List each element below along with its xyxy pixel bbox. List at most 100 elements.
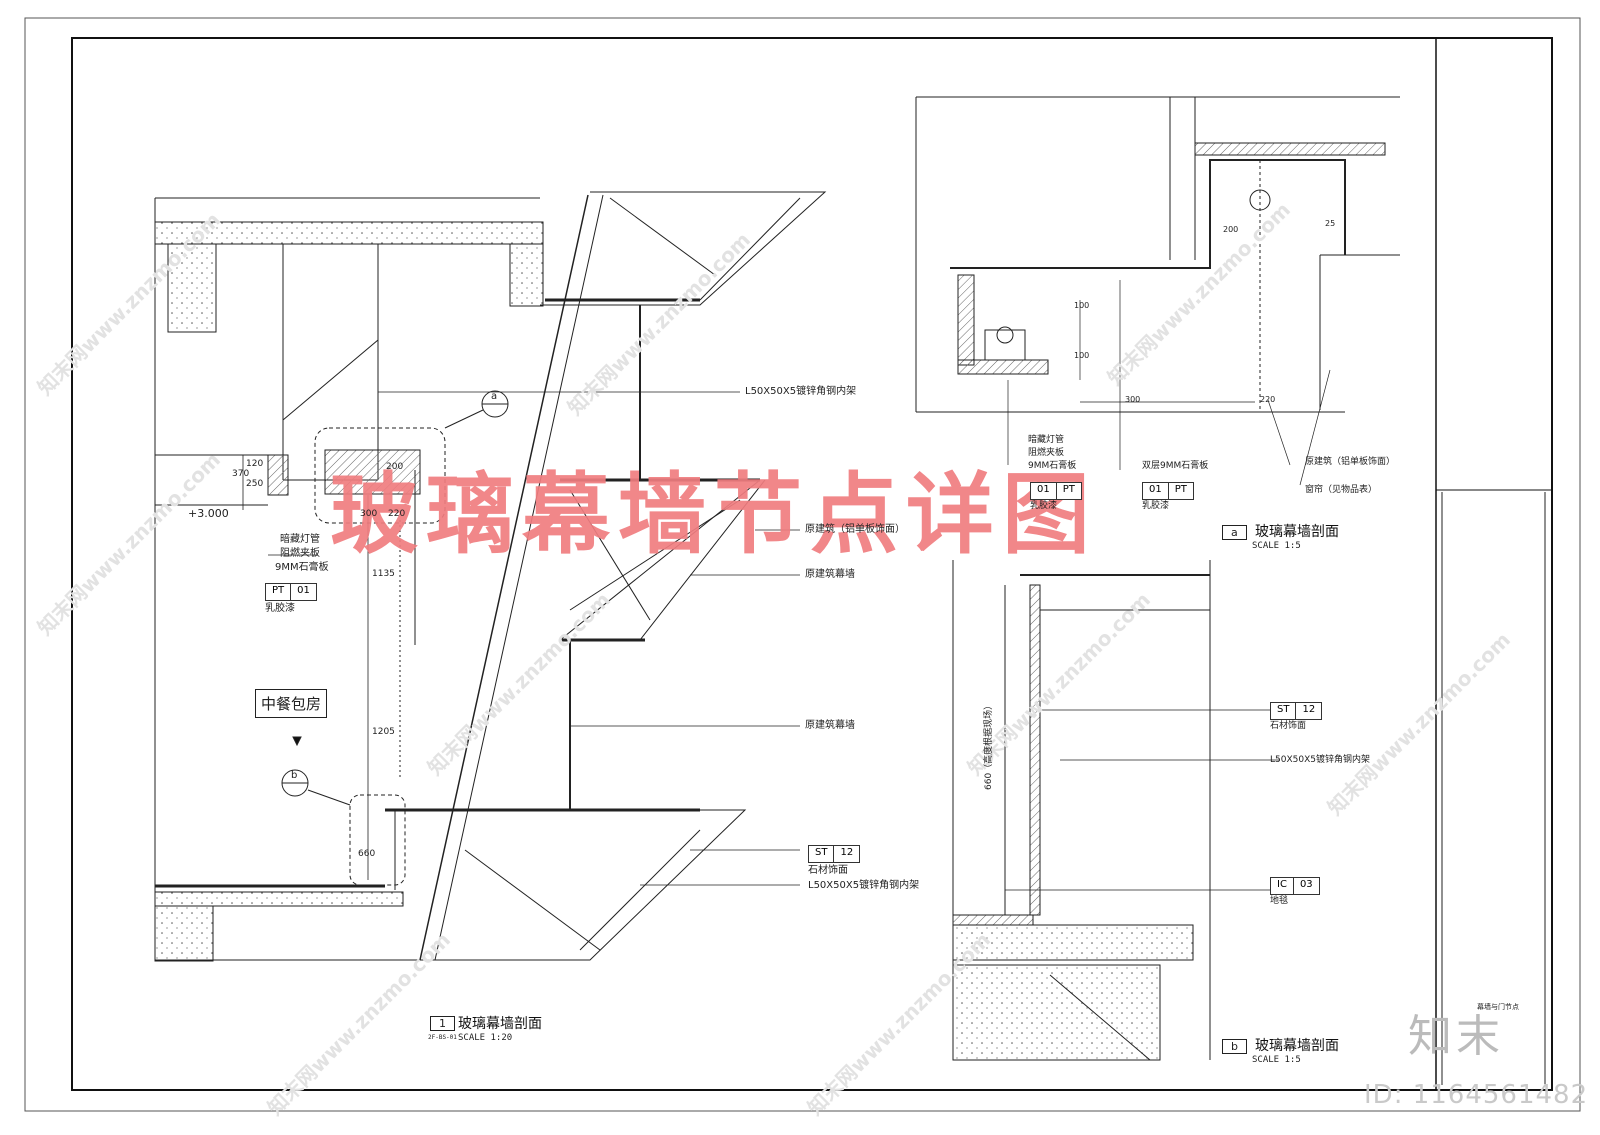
- light-cove: [267, 454, 289, 496]
- room-label: 中餐包房: [255, 689, 328, 718]
- tag-code: PT: [266, 584, 292, 600]
- b-note-stone: 石材饰面: [1270, 721, 1307, 731]
- bottom-slab: [154, 891, 404, 907]
- titleblock-label: 幕墙与门节点: [1477, 1003, 1519, 1011]
- tag-st-b: ST 12: [1270, 702, 1323, 720]
- b-concrete-base: [952, 964, 1161, 1061]
- inner-frame: [71, 37, 1553, 1091]
- dim-660: 660: [358, 849, 376, 859]
- a-dim-100a: 100: [1074, 301, 1090, 310]
- inclined-mullion-1: [419, 194, 589, 961]
- outer-frame: [24, 17, 1581, 1112]
- a-dim-300: 300: [1125, 395, 1141, 404]
- a-dim-25: 25: [1325, 219, 1336, 228]
- a-cove-bottom: [957, 359, 1049, 375]
- tag-code: PT: [1062, 484, 1075, 495]
- section-b-drawing: [952, 560, 1280, 1061]
- dim-1205: 1205: [372, 727, 395, 737]
- tag-num: 01: [1143, 483, 1169, 499]
- b-floor-layer: [952, 914, 1034, 926]
- note-stone: 石材饰面: [808, 865, 848, 876]
- brand-logo: 知末: [1408, 1011, 1504, 1062]
- note-light: 暗藏灯管: [280, 534, 320, 545]
- inclined-mullion-2: [434, 194, 604, 961]
- note-orig-curtain-1: 原建筑幕墙: [805, 569, 855, 580]
- room-marker-arrow: [292, 736, 302, 747]
- a-note-double-gypsum: 双层9MM石膏板: [1142, 461, 1209, 471]
- tag-code: PT: [1174, 484, 1187, 495]
- top-beam: [509, 243, 544, 307]
- section-b-title: 玻璃幕墙剖面: [1255, 1038, 1339, 1054]
- b-wall-panel: [1029, 584, 1041, 916]
- section-a-title: 玻璃幕墙剖面: [1255, 524, 1339, 540]
- dim-250: 250: [246, 479, 264, 489]
- tag-ic-b: IC 03: [1270, 877, 1320, 895]
- b-floor-slab: [952, 924, 1194, 961]
- a-gypsum-profile: [950, 159, 1346, 269]
- a-dim-200: 200: [1223, 225, 1239, 234]
- a-dim-100b: 100: [1074, 351, 1090, 360]
- image-id: ID: 1164561482: [1364, 1080, 1589, 1110]
- section-1-drawing: [154, 191, 827, 962]
- note-latex: 乳胶漆: [265, 603, 295, 614]
- a-note-curtain: 窗帘（见物品表）: [1305, 485, 1378, 495]
- tag-pt-main: PT 01: [265, 583, 317, 601]
- a-light-fixture: [984, 329, 1026, 361]
- elevation-label: +3.000: [188, 507, 229, 520]
- tag-num: 01: [1031, 483, 1057, 499]
- dim-1135: 1135: [372, 569, 395, 579]
- dim-120: 120: [246, 459, 264, 469]
- section-b-number: b: [1222, 1039, 1247, 1054]
- dim-220: 220: [388, 509, 406, 519]
- a-light-box: [957, 274, 975, 366]
- a-note-latex-2: 乳胶漆: [1142, 501, 1170, 511]
- section-a-drawing: [915, 96, 1400, 486]
- tag-num: 03: [1299, 879, 1313, 890]
- ceiling-box: [324, 449, 421, 495]
- a-note-board: 阻燃夹板: [1028, 448, 1065, 458]
- top-slab-column: [167, 243, 217, 333]
- tag-num: 12: [1302, 704, 1316, 715]
- b-note-carpet: 地毯: [1270, 896, 1289, 906]
- tag-code: IC: [1271, 878, 1294, 894]
- tag-pt-a1: 01 PT: [1030, 482, 1082, 500]
- note-frame-bottom: L50X50X5镀锌角钢内架: [808, 880, 920, 891]
- dim-370: 370: [232, 469, 250, 479]
- b-note-frame: L50X50X5镀锌角钢内架: [1270, 755, 1370, 765]
- a-note-light: 暗藏灯管: [1028, 435, 1065, 445]
- note-board: 阻燃夹板: [280, 548, 320, 559]
- a-note-gypsum: 9MM石膏板: [1028, 461, 1077, 471]
- dim-300: 300: [360, 509, 378, 519]
- section-a-number: a: [1222, 525, 1247, 540]
- section-1-number: 1: [430, 1016, 455, 1031]
- note-orig-curtain-2: 原建筑幕墙: [805, 720, 855, 731]
- bottom-beam: [154, 905, 214, 962]
- a-note-latex-1: 乳胶漆: [1030, 501, 1058, 511]
- section-b-scale: SCALE 1:5: [1252, 1055, 1301, 1065]
- callout-b-box: [349, 794, 406, 886]
- a-ceiling-structure: [1194, 142, 1386, 156]
- a-dim-220: 220: [1260, 395, 1276, 404]
- callout-a-box: [314, 427, 446, 524]
- upper-truss: [540, 191, 827, 306]
- note-frame-top: L50X50X5镀锌角钢内架: [745, 386, 857, 397]
- tag-code: ST: [1271, 703, 1297, 719]
- note-gypsum: 9MM石膏板: [275, 562, 329, 573]
- callout-a-label: a: [491, 391, 498, 402]
- section-1-scale: SCALE 1:20: [458, 1033, 513, 1043]
- callout-b-label: b: [291, 770, 298, 781]
- b-height-note: 660（高度根据现场）: [984, 700, 994, 790]
- section-1-title: 玻璃幕墙剖面: [458, 1016, 542, 1032]
- a-note-orig-alum: 原建筑（铝单板饰面）: [1305, 457, 1396, 467]
- section-a-scale: SCALE 1:5: [1252, 541, 1301, 551]
- dim-200: 200: [386, 462, 404, 472]
- tag-code: ST: [809, 846, 835, 862]
- tag-num: 01: [297, 585, 310, 596]
- tag-pt-a2: 01 PT: [1142, 482, 1194, 500]
- section-1-ref: 2F-BS-01: [428, 1034, 457, 1041]
- drawing-title: 玻璃幕墙节点详图: [330, 462, 1099, 566]
- note-orig-alum: 原建筑（铝单板饰面）: [805, 524, 905, 535]
